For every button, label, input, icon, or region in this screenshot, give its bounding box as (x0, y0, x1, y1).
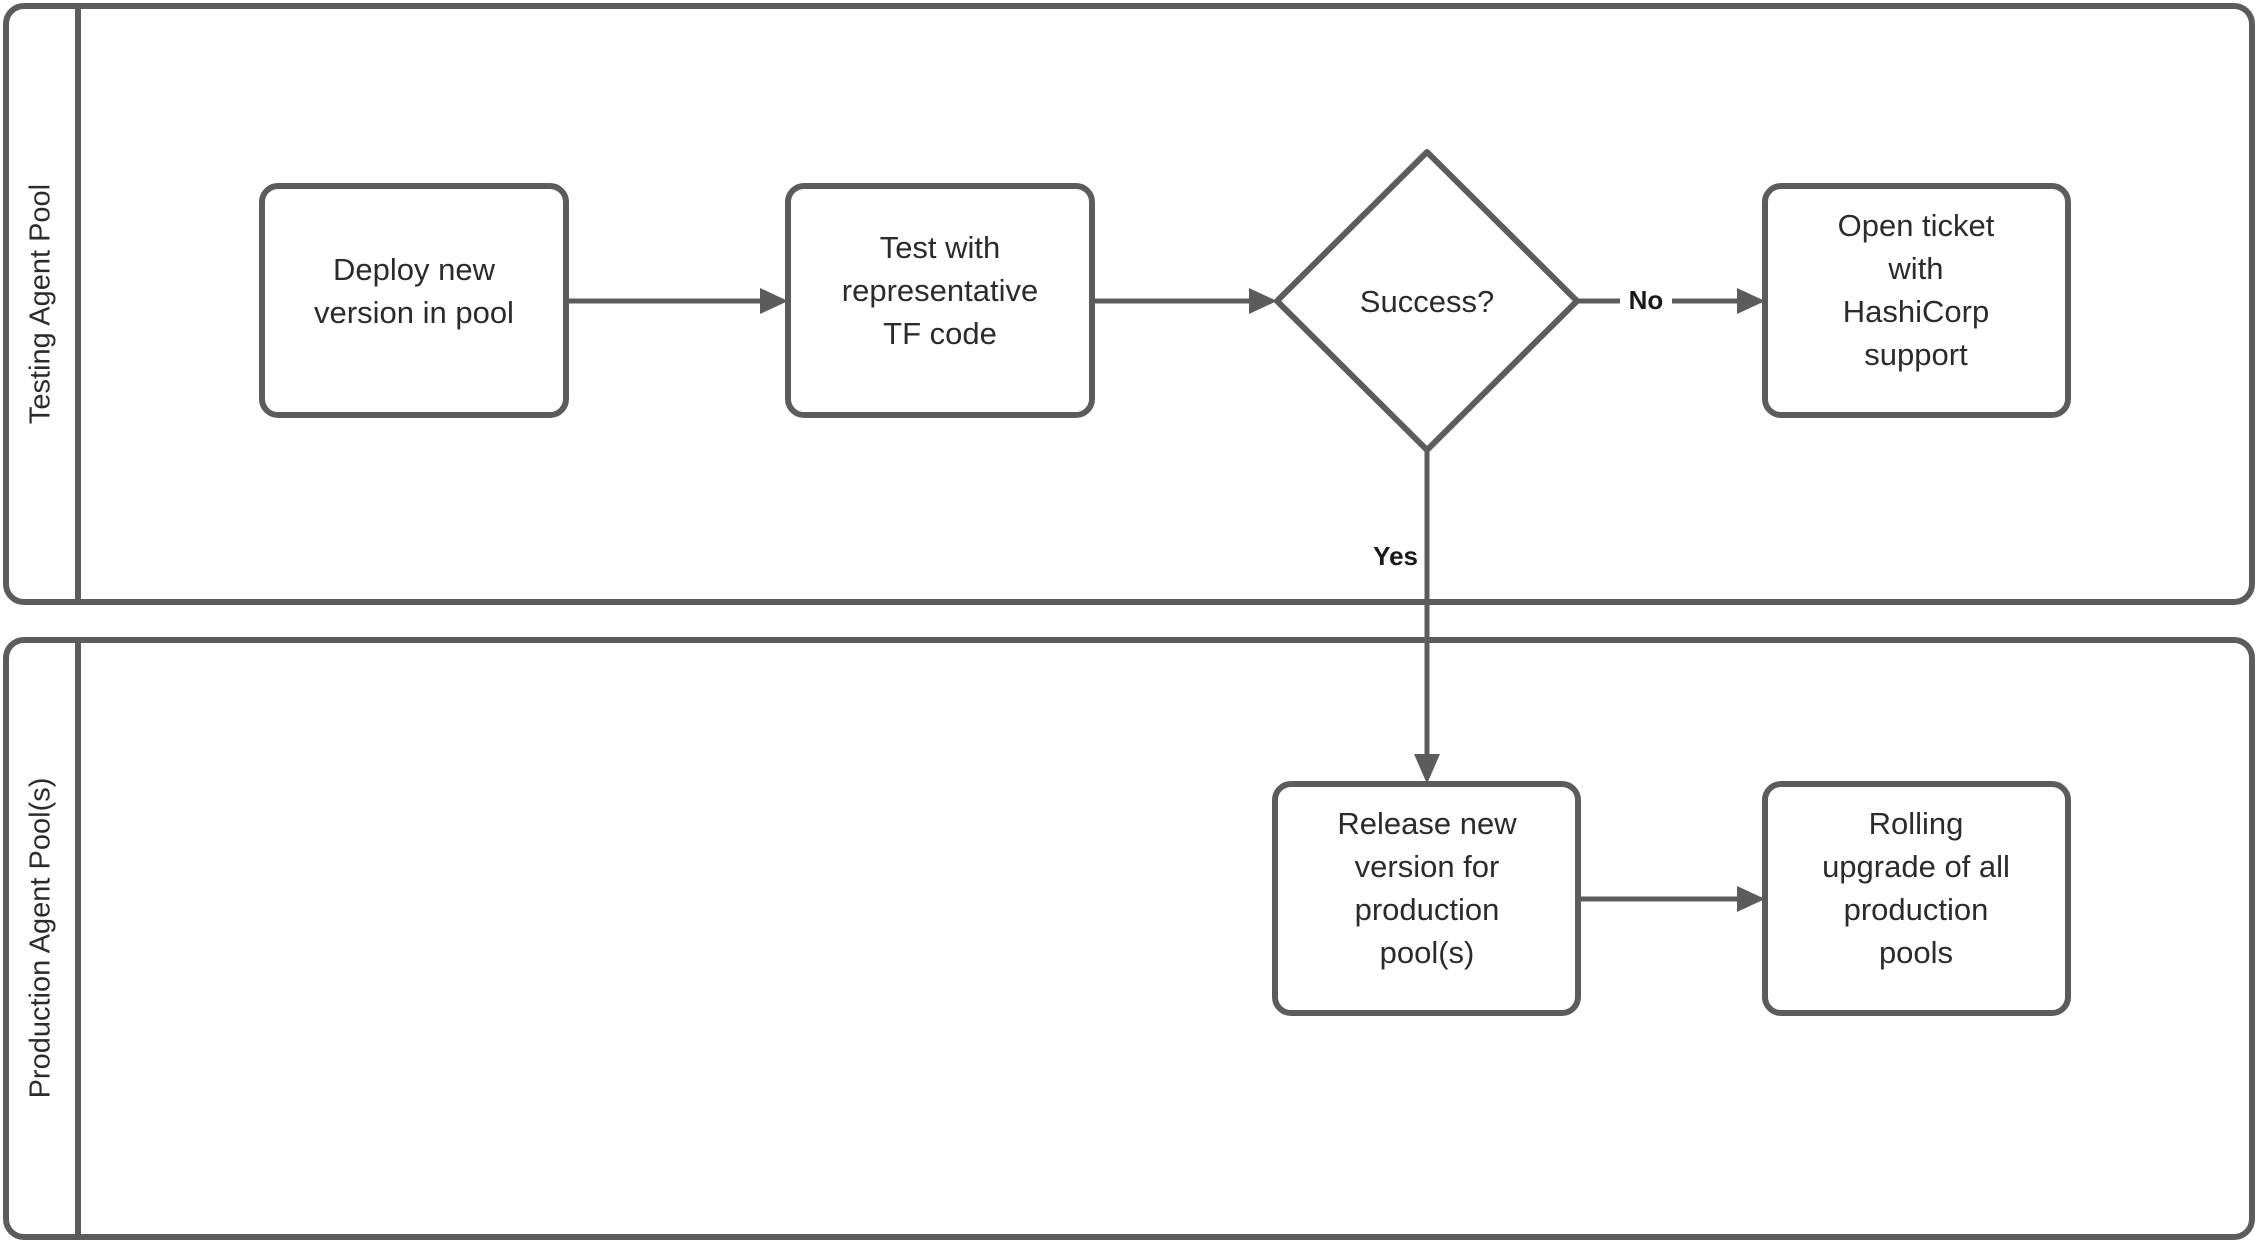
node-success-decision-label: Success? (1360, 284, 1494, 319)
edge-no-label-bg (1620, 286, 1672, 316)
node-success-decision-shape (1274, 149, 1580, 453)
node-rolling-upgrade-production-pools-line-4: pools (1879, 935, 1953, 970)
node-deploy-new-version-line-2: version in pool (314, 295, 514, 330)
node-release-new-version-production-shape (1272, 781, 1581, 1016)
edge-test-to-success-arrowhead (1249, 288, 1277, 314)
edge-success-to-ticket-arrowhead (1737, 288, 1765, 314)
node-deploy-new-version-shape (259, 183, 569, 418)
swimlane-production-border (3, 637, 2255, 1240)
node-open-ticket-hashicorp-support-line-3: HashiCorp (1843, 294, 1989, 329)
node-open-ticket-hashicorp-support[interactable]: Open ticket with HashiCorp support (1762, 183, 2071, 418)
swimlane-production-agent-pool[interactable]: Production Agent Pool(s) (3, 637, 2255, 1240)
node-release-new-version-production[interactable]: Release new version for production pool(… (1272, 781, 1581, 1016)
edge-release-to-rolling-arrowhead (1737, 886, 1765, 912)
node-open-ticket-hashicorp-support-shape (1762, 183, 2071, 418)
edge-success-to-ticket: No (1577, 285, 1765, 316)
swimlane-testing-agent-pool[interactable]: Testing Agent Pool (3, 3, 2255, 605)
node-release-new-version-production-line-3: production (1355, 892, 1500, 927)
node-test-representative-tf-code-shape (785, 183, 1095, 418)
swimlane-testing-border (3, 3, 2255, 605)
node-success-decision[interactable]: Success? (1274, 149, 1580, 453)
node-open-ticket-hashicorp-support-line-4: support (1864, 337, 1968, 372)
node-open-ticket-hashicorp-support-line-1: Open ticket (1838, 208, 1995, 243)
node-test-representative-tf-code-line-2: representative (842, 273, 1038, 308)
node-test-representative-tf-code-line-3: TF code (883, 316, 997, 351)
node-deploy-new-version-line-1: Deploy new (333, 252, 496, 287)
edge-deploy-to-test (566, 288, 788, 314)
node-test-representative-tf-code[interactable]: Test with representative TF code (785, 183, 1095, 418)
node-deploy-new-version[interactable]: Deploy new version in pool (259, 183, 569, 418)
edge-release-to-rolling (1578, 886, 1765, 912)
node-rolling-upgrade-production-pools-shape (1762, 781, 2071, 1016)
node-rolling-upgrade-production-pools[interactable]: Rolling upgrade of all production pools (1762, 781, 2071, 1016)
node-release-new-version-production-line-1: Release new (1337, 806, 1517, 841)
edge-label-yes: Yes (1373, 541, 1418, 571)
swimlane-production-label: Production Agent Pool(s) (25, 778, 57, 1099)
edge-success-to-release: Yes (1373, 450, 1440, 784)
edge-label-no: No (1629, 285, 1664, 315)
node-rolling-upgrade-production-pools-line-2: upgrade of all (1822, 849, 2010, 884)
edge-success-to-release-arrowhead (1414, 754, 1440, 784)
edge-deploy-to-test-arrowhead (760, 288, 788, 314)
edge-test-to-success (1092, 288, 1277, 314)
node-release-new-version-production-line-2: version for (1355, 849, 1500, 884)
node-test-representative-tf-code-line-1: Test with (880, 230, 1001, 265)
node-open-ticket-hashicorp-support-line-2: with (1887, 251, 1943, 286)
node-rolling-upgrade-production-pools-line-1: Rolling (1869, 806, 1964, 841)
swimlane-testing-label: Testing Agent Pool (25, 184, 57, 424)
node-release-new-version-production-line-4: pool(s) (1380, 935, 1475, 970)
node-rolling-upgrade-production-pools-line-3: production (1844, 892, 1989, 927)
